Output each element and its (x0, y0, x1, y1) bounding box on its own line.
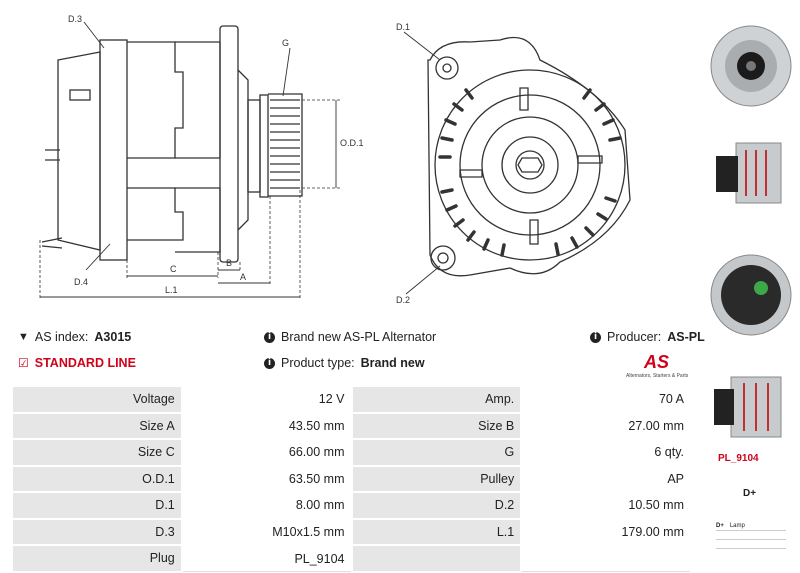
spec-value: 6 qty. (520, 438, 692, 466)
spec-value: 70 A (520, 385, 692, 413)
spec-value: 66.00 mm (180, 438, 353, 466)
label-g: G (282, 38, 289, 48)
thumb-rear-view[interactable] (706, 230, 796, 360)
product-type-label: Product type: (281, 356, 355, 370)
as-index-value: A3015 (94, 330, 132, 344)
spec-label: Size A (11, 411, 183, 440)
spec-label: Pulley (350, 464, 523, 493)
mini-row (716, 531, 786, 540)
producer: i Producer: AS-PL (590, 330, 705, 344)
spec-value: 27.00 mm (520, 411, 692, 440)
product-thumbnails (700, 0, 800, 568)
spec-value: 10.50 mm (520, 491, 692, 519)
spec-value: 43.50 mm (180, 411, 353, 440)
thumb-side-view[interactable] (706, 128, 796, 223)
thumb-angle-view[interactable] (706, 365, 796, 450)
spec-value: 8.00 mm (180, 491, 353, 519)
mini-row: D+ Lamp (716, 522, 786, 531)
mini-value: Lamp (729, 523, 745, 529)
logo-text: AS (643, 352, 669, 372)
plug-mini-table: D+ Lamp (716, 522, 786, 549)
label-d4: D.4 (74, 277, 88, 287)
standard-line: ☑ STANDARD LINE (18, 356, 136, 370)
as-index: ▼ AS index: A3015 (18, 330, 131, 344)
label-a: A (240, 272, 246, 282)
label-od1: O.D.1 (340, 138, 364, 148)
mini-row (716, 540, 786, 549)
brand-new-text: Brand new AS-PL Alternator (281, 330, 437, 344)
info-icon: i (264, 357, 275, 369)
brand-new-info: i Brand new AS-PL Alternator (264, 330, 436, 344)
info-icon: i (264, 331, 275, 343)
product-type-value: Brand new (360, 356, 425, 370)
label-d1: D.1 (396, 22, 410, 32)
spec-value: AP (520, 464, 692, 493)
label-c: C (170, 264, 177, 274)
spec-value (520, 544, 692, 572)
mini-key: D+ (716, 523, 724, 529)
product-type: i Product type: Brand new (264, 356, 425, 370)
alternator-technical-drawing: D.3 D.4 G O.D.1 C B A L.1 D.1 D.2 (39, 14, 631, 305)
tag-icon: ▼ (18, 331, 29, 343)
spec-value: 179.00 mm (520, 517, 692, 546)
checkbox-icon: ☑ (18, 356, 29, 370)
spec-label: Size C (11, 438, 183, 467)
producer-value: AS-PL (667, 330, 705, 344)
thumb-front-view[interactable] (706, 4, 796, 124)
producer-label: Producer: (607, 330, 662, 344)
spec-label: Voltage (11, 385, 183, 414)
spec-label: O.D.1 (11, 464, 183, 493)
label-l1: L.1 (165, 285, 178, 295)
spec-label: D.2 (350, 491, 523, 520)
spec-value: 63.50 mm (180, 464, 353, 493)
spec-value: 12 V (180, 385, 353, 413)
spec-label: G (350, 438, 523, 467)
spec-label: L.1 (350, 517, 523, 546)
spec-label: Size B (350, 411, 523, 440)
as-pl-logo: AS Alternators, Starters & Parts (626, 350, 692, 385)
label-d3: D.3 (68, 14, 82, 24)
as-index-label: AS index: (34, 330, 89, 344)
spec-label: D.1 (11, 491, 183, 520)
label-b: B (226, 258, 232, 268)
standard-line-label: STANDARD LINE (34, 356, 136, 370)
spec-label: D.3 (11, 517, 183, 546)
terminal-label: D+ (743, 488, 757, 499)
info-icon: i (590, 331, 601, 343)
plug-code: PL_9104 (718, 453, 759, 464)
logo-subtext: Alternators, Starters & Parts (626, 373, 689, 379)
spec-value: M10x1.5 mm (180, 517, 353, 546)
cooling-vents (438, 88, 622, 257)
label-d2: D.2 (396, 295, 410, 305)
spec-label: Amp. (350, 385, 523, 414)
